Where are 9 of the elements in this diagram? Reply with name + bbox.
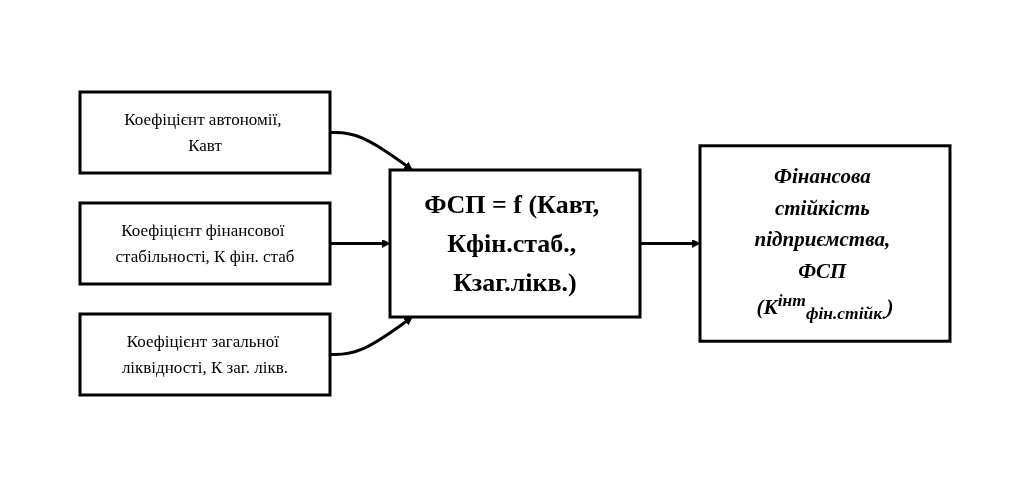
node-box: Фінансова стійкість підприємства, ФСП (К$^{інт}$$_{фін.стійк.}$)	[698, 143, 952, 343]
arrow	[330, 130, 413, 170]
node-box: Коефіцієнт фінансової стабільності, К фін. стаб	[78, 201, 332, 285]
node-box: ФСП = f (Кавт, Кфін.стаб., Кзаг.лікв.)	[388, 168, 642, 318]
arrow	[640, 238, 701, 248]
arrow	[330, 316, 413, 356]
node-box: Коефіцієнт автономії, Кавт	[78, 90, 332, 174]
node-box: Коефіцієнт загальної ліквідності, К заг. лікв.	[78, 312, 332, 396]
arrow	[330, 238, 391, 248]
